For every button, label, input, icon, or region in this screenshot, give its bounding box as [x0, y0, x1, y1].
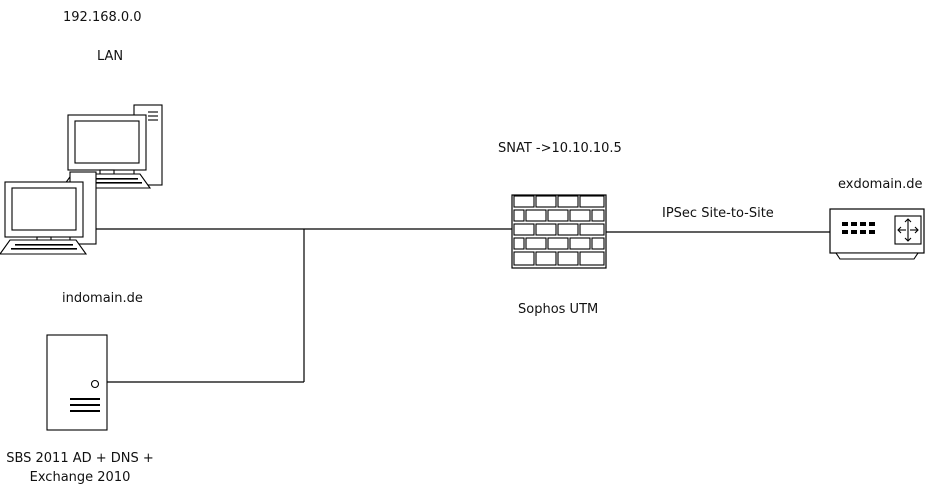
tower-server-icon [46, 334, 108, 431]
firewall-label: Sophos UTM [518, 302, 599, 317]
desktop-computer-icon [0, 171, 97, 255]
subnet-label: 192.168.0.0 [63, 10, 142, 25]
remote-domain-label: exdomain.de [838, 177, 923, 192]
local-domain-label: indomain.de [62, 291, 143, 306]
server-label-line1: SBS 2011 AD + DNS + [6, 451, 154, 466]
server-label-line2: Exchange 2010 [29, 470, 131, 485]
network-switch-icon [829, 208, 925, 260]
snat-label: SNAT ->10.10.10.5 [498, 141, 622, 156]
brick-firewall-icon [511, 194, 607, 269]
lan-label: LAN [97, 49, 124, 64]
tunnel-label: IPSec Site-to-Site [662, 206, 774, 221]
